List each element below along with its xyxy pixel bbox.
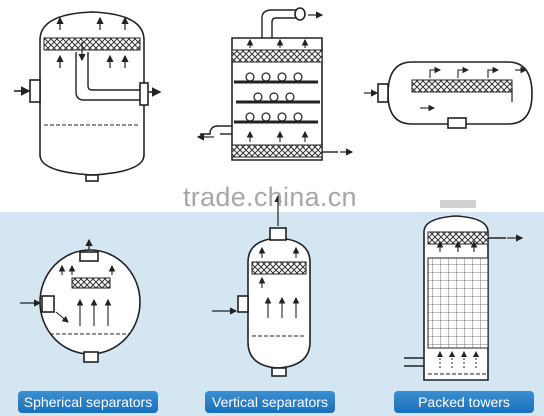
packed-tower xyxy=(404,200,522,380)
vertical-separator xyxy=(212,196,310,376)
horizontal-separator xyxy=(364,62,532,128)
label-spherical-separators: Spherical separators xyxy=(18,391,158,413)
tray-column xyxy=(198,8,352,160)
vertical-separator-elbow xyxy=(14,12,160,181)
label-vertical-separators: Vertical separators xyxy=(205,391,335,413)
spherical-separator xyxy=(20,240,140,362)
watermark-text: trade.china.cn xyxy=(183,182,363,212)
label-packed-towers: Packed towers xyxy=(394,391,534,413)
